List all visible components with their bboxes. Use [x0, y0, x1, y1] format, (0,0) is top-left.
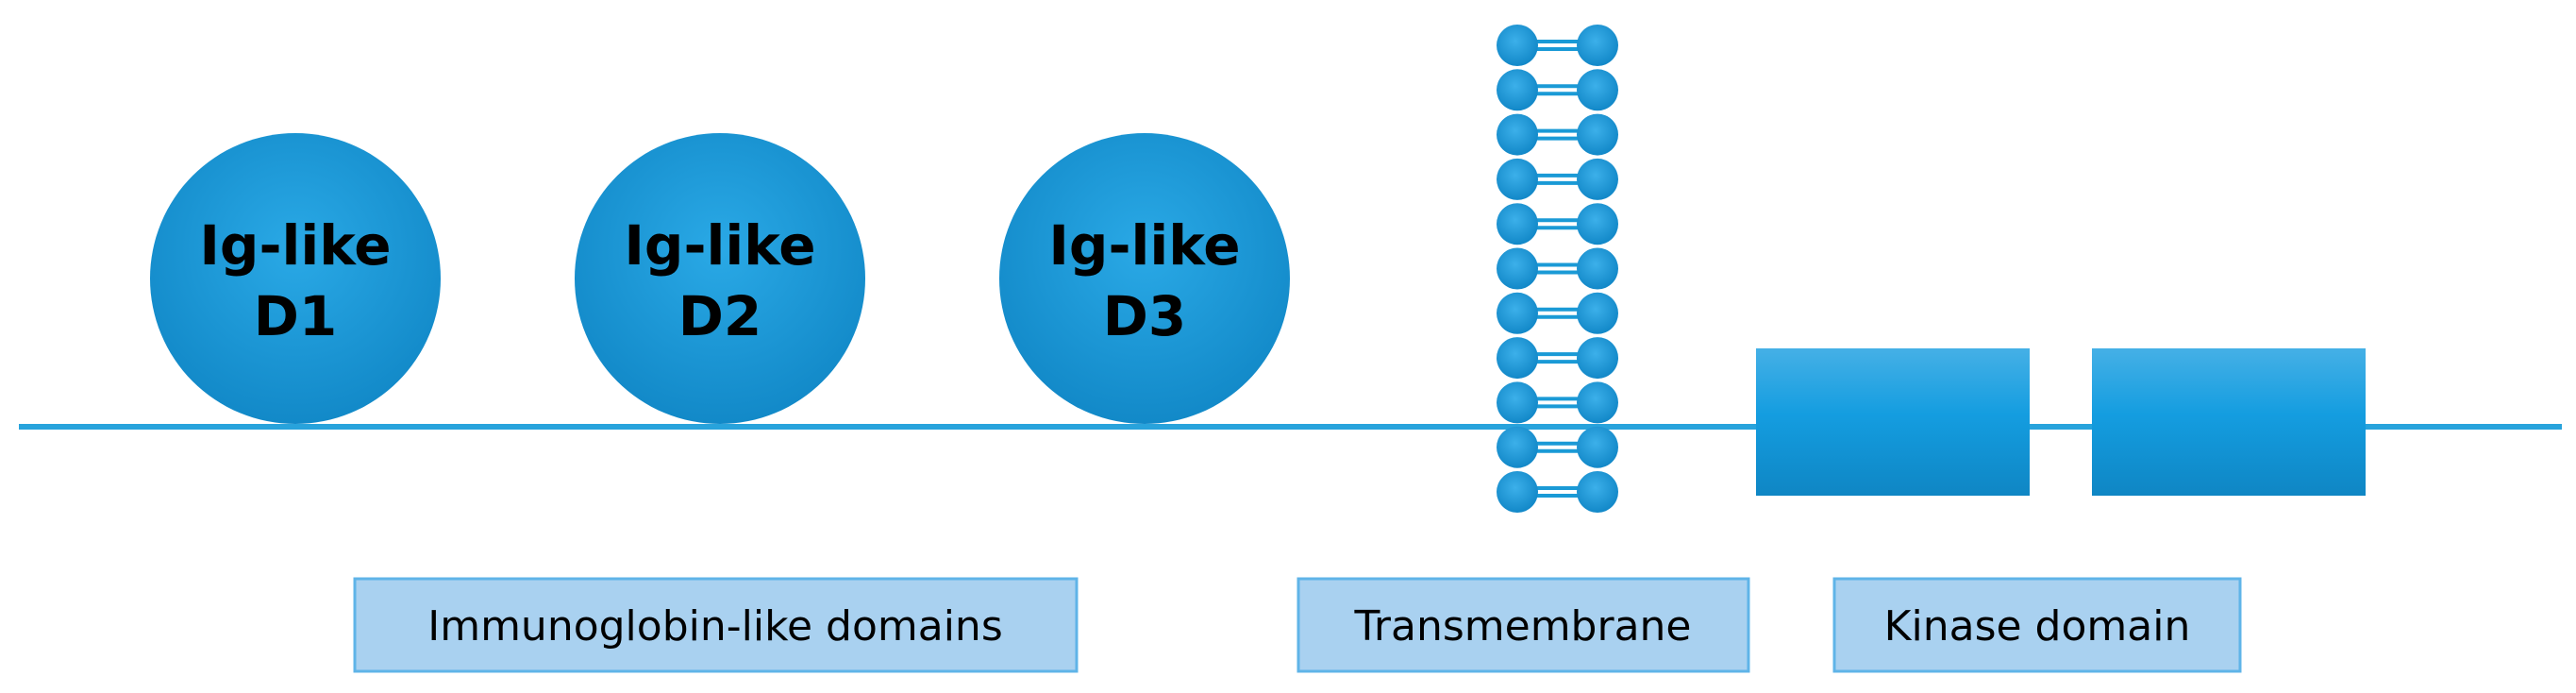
ig-domain-d1: Ig-like D1: [150, 133, 441, 424]
ladder-rung: [1497, 25, 1618, 66]
ladder-bead: [1497, 471, 1538, 513]
ladder-rung: [1497, 337, 1618, 380]
ig-domain-circle: [150, 133, 441, 424]
ladder-bead: [1497, 158, 1538, 200]
ladder-bead: [1577, 158, 1618, 200]
ladder-bead: [1497, 292, 1538, 334]
ladder-rung: [1497, 203, 1618, 245]
ladder-rung: [1497, 113, 1618, 156]
ladder-bead: [1577, 247, 1618, 290]
ig-domain-circle: [999, 133, 1290, 424]
ladder-bead: [1497, 113, 1538, 156]
ladder-bead: [1577, 426, 1618, 468]
ig-domain-title: Ig-like: [624, 213, 815, 278]
ladder-rung: [1497, 426, 1618, 468]
ig-domain-d3: Ig-like D3: [999, 133, 1290, 424]
kinase-block-1: [1756, 348, 2030, 496]
ig-domain-id: D2: [678, 284, 762, 348]
ladder-rung: [1497, 69, 1618, 111]
ig-domain-title: Ig-like: [199, 213, 391, 278]
ladder-bead: [1497, 381, 1538, 424]
ladder-rung: [1497, 247, 1618, 290]
label-text: Immunoglobin-like domains: [427, 602, 1003, 651]
ig-domain-id: D1: [254, 284, 338, 348]
ladder-bead: [1577, 471, 1618, 513]
label-box: [1296, 577, 1750, 673]
ig-domain-id: D3: [1103, 284, 1187, 348]
ladder-bead: [1497, 69, 1538, 111]
ladder-bead: [1497, 203, 1538, 245]
ladder-rung: [1497, 158, 1618, 200]
ladder-bead: [1497, 247, 1538, 290]
ladder-bead: [1497, 25, 1538, 66]
ladder-bead: [1497, 426, 1538, 468]
ladder-bead: [1577, 292, 1618, 334]
label-kinase: Kinase domain: [1832, 577, 2242, 673]
label-transmembrane: Transmembrane: [1296, 577, 1750, 673]
label-text: Transmembrane: [1353, 602, 1691, 651]
double-helix-ladder-icon: [1497, 25, 1618, 513]
label-immunoglobin: Immunoglobin-like domains: [353, 577, 1079, 673]
label-box: [353, 577, 1079, 673]
kinase-block-2: [2092, 348, 2366, 496]
ig-domain-title: Ig-like: [1048, 213, 1240, 278]
ig-domain-circle: [575, 133, 865, 424]
ladder-bead: [1577, 69, 1618, 111]
ladder-bead: [1577, 25, 1618, 66]
ig-domain-d2: Ig-like D2: [575, 133, 865, 424]
ladder-bead: [1577, 337, 1618, 380]
label-text: Kinase domain: [1884, 602, 2191, 651]
ladder-bead: [1577, 381, 1618, 424]
ladder-rung: [1497, 471, 1618, 513]
label-box: [1832, 577, 2242, 673]
ladder-bead: [1497, 337, 1538, 380]
ladder-bead: [1577, 113, 1618, 156]
ladder-bead: [1577, 203, 1618, 245]
ladder-rung: [1497, 381, 1618, 424]
ladder-rung: [1497, 292, 1618, 334]
